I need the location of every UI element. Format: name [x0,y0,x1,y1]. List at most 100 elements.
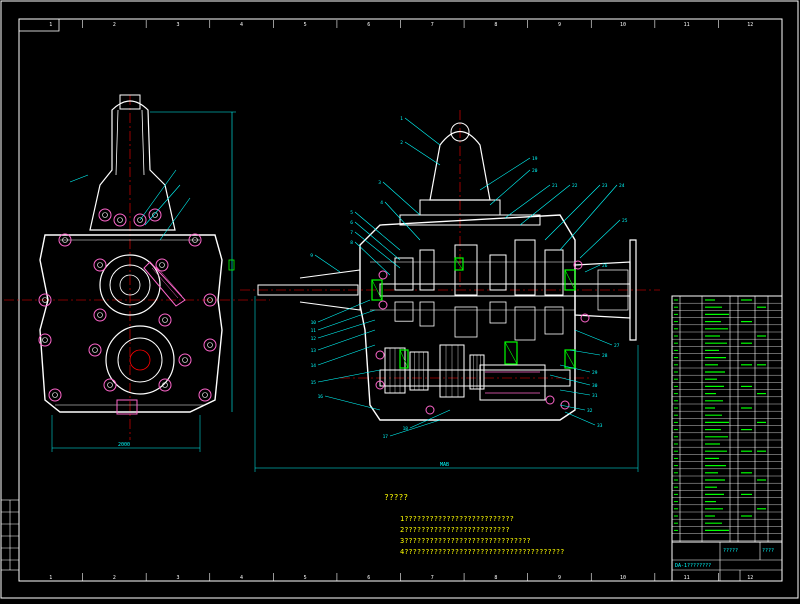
callout-number: 15 [311,380,317,386]
title-part-number: DA-1???????? [675,563,711,569]
callout-number: 27 [614,343,620,349]
bolt-hole [93,308,107,322]
grid-label: 4 [240,575,243,581]
bolt-hole [133,213,147,227]
grid-label: 12 [747,575,753,581]
notes-line-3: 3?????????????????????????????? [400,537,531,545]
title-code-1: ????? [723,548,738,554]
section-bolt [425,405,435,415]
bolt-hole [38,333,52,347]
callout-number: 11 [311,328,317,334]
bearing [399,349,409,369]
callout-number: 20 [532,168,538,174]
bolt-hole [148,208,162,222]
callout-number: 32 [587,408,593,414]
corner-box [18,18,60,32]
grid-label: 5 [304,575,307,581]
callout-number: 31 [592,393,598,399]
callout-number: 6 [350,220,353,226]
grid-label: 8 [494,22,497,28]
bolt-hole [113,213,127,227]
section-bolt [375,350,385,360]
bearing [371,279,383,301]
grid-label: 7 [431,575,434,581]
callout-number: 10 [311,320,317,326]
callout-number: 29 [592,370,598,376]
grid-label: 3 [176,22,179,28]
parts-list [671,295,783,543]
bolt-hole [58,233,72,247]
bolt-hole [158,378,172,392]
grid-label: 1 [49,22,52,28]
notes-line-2: 2????????????????????????? [400,526,510,534]
grid-label: 7 [431,22,434,28]
callout-number: 3 [378,180,381,186]
callout-number: 9 [310,253,313,259]
callout-number: 13 [311,348,317,354]
notes-heading: ????? [384,493,409,502]
bolt-hole [203,338,217,352]
end-view-dimension: 2000 [118,442,130,448]
callout-number: 4 [380,200,383,206]
bolt-hole [98,208,112,222]
callout-number: 17 [383,434,389,440]
grid-label: 5 [304,22,307,28]
grid-label: 10 [620,575,626,581]
section-bolt [375,380,385,390]
section-bolt [378,300,388,310]
bolt-hole [178,353,192,367]
bearing [564,269,576,291]
grid-label: 2 [113,575,116,581]
grid-label: 8 [494,575,497,581]
callout-number: 19 [532,156,538,162]
grid-label: 1 [49,575,52,581]
callout-number: 12 [311,336,317,342]
bearing [504,341,518,365]
bolt-hole [103,378,117,392]
grid-label: 4 [240,22,243,28]
callout-number: 25 [622,218,628,224]
grid-label: 11 [684,575,690,581]
grid-label: 9 [558,575,561,581]
title-block: ????? ???? DA-1???????? [671,541,783,582]
grid-label: 3 [176,575,179,581]
bolt-hole [158,313,172,327]
section-bolt [378,270,388,280]
bolt-hole [93,258,107,272]
callout-number: 26 [602,263,608,269]
gear [419,249,435,291]
grid-label: 11 [684,22,690,28]
callout-number: 30 [592,383,598,389]
gear [489,254,507,291]
grid-label: 10 [620,22,626,28]
callout-number: 8 [350,240,353,246]
bolt-hole [203,293,217,307]
gear [514,239,536,296]
grid-label: 12 [747,22,753,28]
section-bolt [580,313,590,323]
grid-label: 6 [367,575,370,581]
callout-number: 24 [619,183,625,189]
grid-label: 2 [113,22,116,28]
gear [544,249,564,296]
callout-number: 18 [403,426,409,432]
callout-number: 28 [602,353,608,359]
callout-number: 5 [350,210,353,216]
section-bolt [545,395,555,405]
bolt-hole [48,388,62,402]
callout-number: 16 [318,394,324,400]
bolt-hole [188,233,202,247]
callout-number: 7 [350,230,353,236]
gear [394,257,414,291]
callout-number: 2 [400,140,403,146]
bolt-hole [38,293,52,307]
callout-number: 33 [597,423,603,429]
notes-line-1: 1?????????????????????????? [400,515,514,523]
callout-number: 14 [311,363,317,369]
section-view-dimension: MAB [440,462,449,468]
left-edge-table [0,499,20,571]
